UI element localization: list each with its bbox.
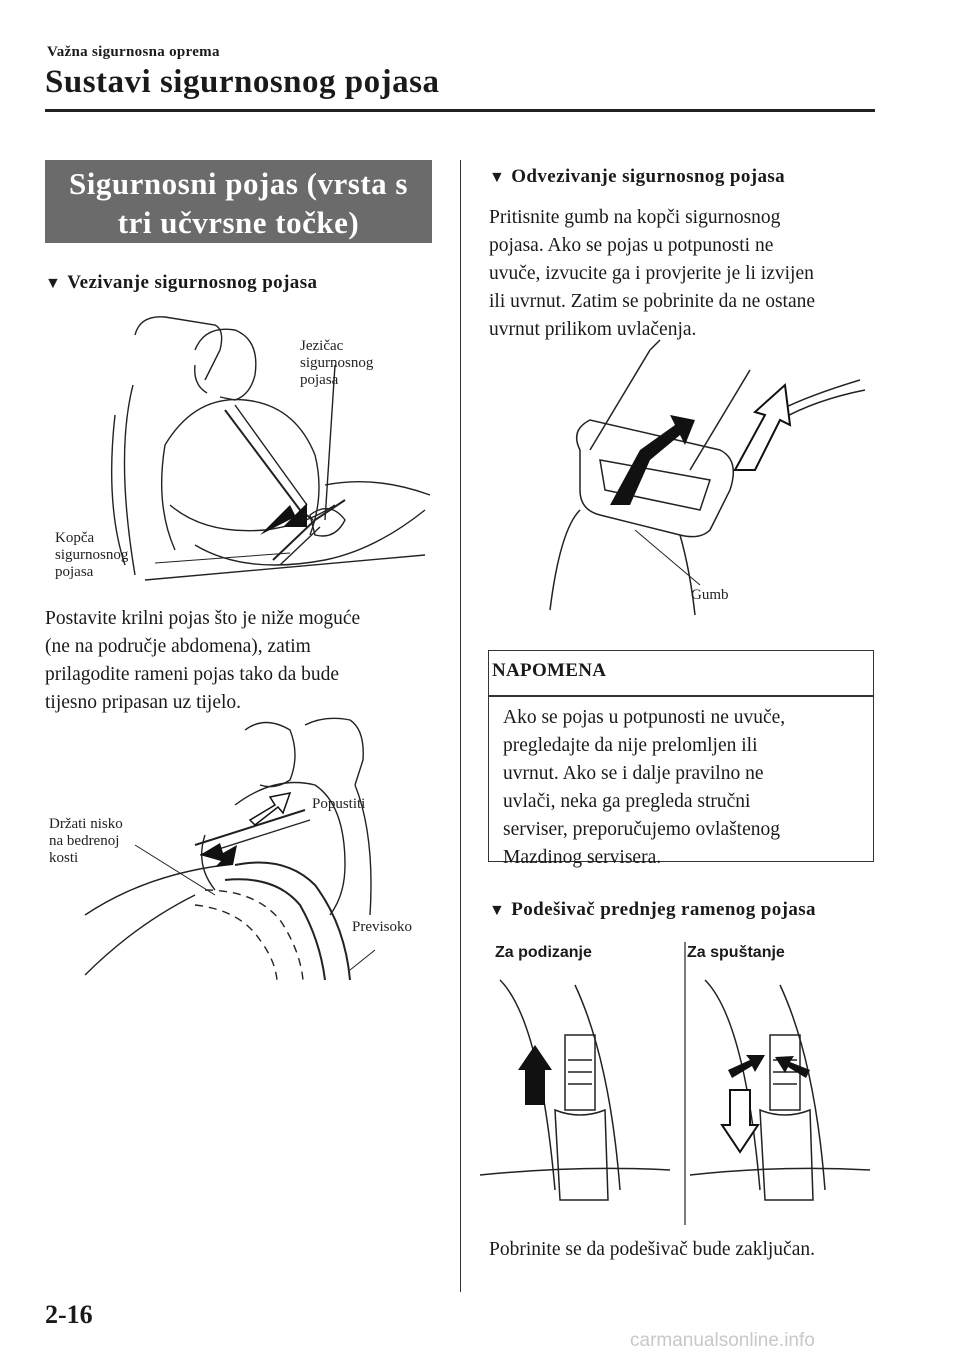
subhead-fastening-text: Vezivanje sigurnosnog pojasa — [67, 272, 318, 293]
paragraph-adjuster: Pobrinite se da podešivač bude zaključan… — [489, 1239, 815, 1260]
subhead-adjuster-text: Podešivač prednjeg ramenog pojasa — [511, 899, 816, 920]
figure-fastening-illustration — [110, 316, 431, 581]
figure-lap-belt-illustration — [84, 717, 376, 981]
paragraph-unfastening: Pritisnite gumb na kopči sigurnosnog poj… — [489, 207, 816, 340]
arrow-pull-icon — [733, 382, 792, 471]
subhead-unfastening-text: Odvezivanje sigurnosnog pojasa — [511, 166, 786, 187]
subhead-adjuster: ▼ Podešivač prednjeg ramenog pojasa — [489, 899, 816, 921]
paragraph-fastening: Postavite krilni pojas što je niže moguć… — [45, 608, 361, 713]
label-loosen: Popustiti — [312, 796, 366, 812]
arrow-loosen-icon — [248, 792, 292, 826]
watermark: carmanualsonline.info — [630, 1330, 815, 1351]
figure-buckle-release-illustration — [549, 339, 866, 616]
label-keep-low: Držati nisko na bedrenoj kosti — [49, 816, 123, 866]
note-rule — [488, 695, 874, 697]
press-arrow-left-icon — [728, 1055, 765, 1078]
section-title-line2: tri učvrsne točke) — [117, 205, 360, 240]
arrow-insert-icon — [260, 503, 307, 535]
arrow-down-icon — [720, 1089, 760, 1154]
subhead-fastening: ▼ Vezivanje sigurnosnog pojasa — [45, 272, 317, 294]
page-title: Sustavi sigurnosnog pojasa — [45, 64, 440, 100]
subhead-unfastening: ▼ Odvezivanje sigurnosnog pojasa — [489, 166, 785, 188]
breadcrumb: Važna sigurnosna oprema — [47, 44, 220, 60]
figure-adjuster-illustration — [479, 942, 871, 1225]
section-title-line1: Sigurnosni pojas (vrsta s — [69, 166, 408, 201]
note-text: Ako se pojas u potpunosti ne uvuče, preg… — [503, 707, 786, 868]
label-raise: Za podizanje — [495, 944, 592, 961]
label-button: Gumb — [691, 587, 729, 603]
note-title: NAPOMENA — [492, 660, 607, 681]
arrow-up-icon — [518, 1045, 552, 1105]
label-tongue: Jezičac sigurnosnog pojasa — [300, 338, 374, 388]
label-buckle: Kopča sigurnosnog pojasa — [55, 530, 129, 580]
title-rule — [45, 109, 875, 112]
triangle-down-icon: ▼ — [489, 902, 506, 919]
label-lower: Za spuštanje — [687, 944, 785, 961]
section-title-box: Sigurnosni pojas (vrsta s tri učvrsne to… — [45, 160, 432, 243]
note-box — [488, 650, 874, 862]
column-divider — [460, 160, 461, 1292]
page-number: 2-16 — [45, 1300, 93, 1329]
arrow-press-icon — [610, 415, 695, 505]
press-arrow-right-icon — [775, 1056, 810, 1078]
triangle-down-icon: ▼ — [489, 169, 506, 186]
arrow-low-icon — [200, 843, 237, 867]
label-too-high: Previsoko — [352, 919, 412, 935]
triangle-down-icon: ▼ — [45, 275, 62, 292]
